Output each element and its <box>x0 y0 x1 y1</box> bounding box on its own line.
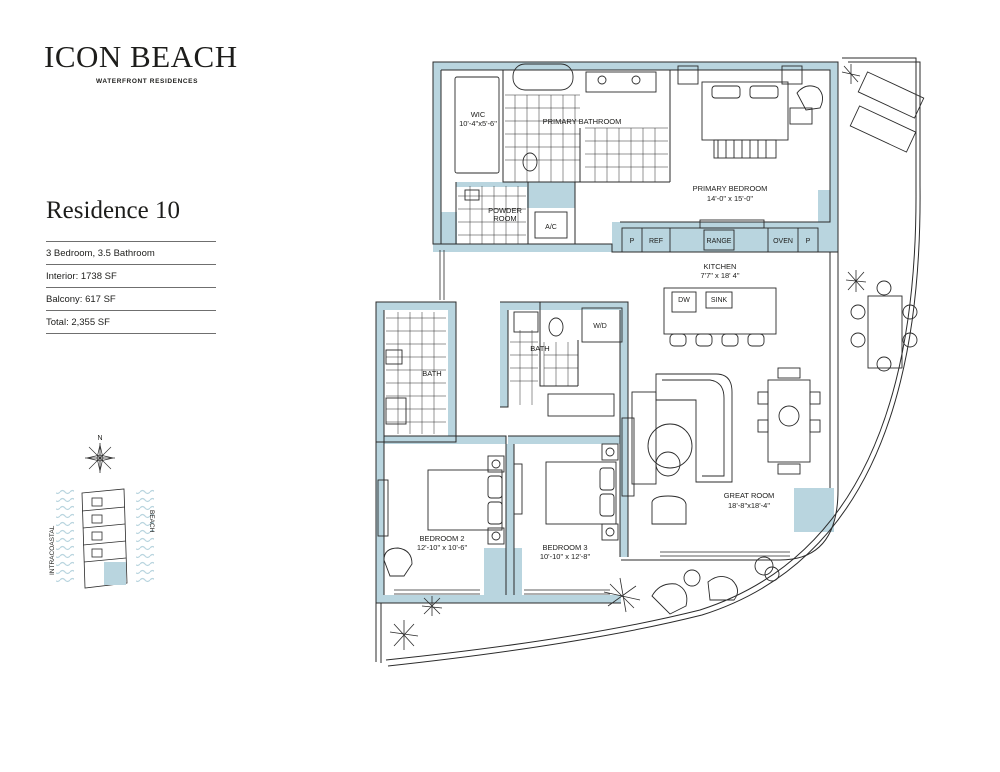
primary-bed-icon <box>677 65 823 229</box>
spec-balcony: Balcony: 617 SF <box>46 287 216 310</box>
ref-label: REF <box>649 238 663 245</box>
bed3-label: BEDROOM 3 <box>542 543 587 552</box>
great-room-label: GREAT ROOM <box>724 491 775 500</box>
sofa-icon <box>655 373 733 483</box>
sofa-side <box>631 391 657 485</box>
spec-interior: Interior: 1738 SF <box>46 264 216 287</box>
brand-block: ICON BEACH WATERFRONT RESIDENCES <box>44 39 284 86</box>
closet-outline <box>547 393 615 417</box>
great-room-dims: 18'-8"x18'-4" <box>728 501 770 510</box>
intracoastal-label: INTRACOASTAL <box>49 525 56 575</box>
armchair-icon <box>651 583 688 615</box>
powder-label: POWDER <box>488 206 522 215</box>
sink-icon <box>631 75 641 85</box>
toilet-icon <box>548 317 564 337</box>
wall-fill <box>376 62 838 603</box>
media-console <box>621 417 635 497</box>
room-labels: WIC 10'-4"x5'-6" PRIMARY BATHROOM PRIMAR… <box>417 110 774 561</box>
lounge-chair-icon <box>849 105 917 153</box>
range-label: RANGE <box>707 238 732 245</box>
tile-grid <box>386 94 668 434</box>
oven-label: OVEN <box>773 238 793 245</box>
nightstand-icon <box>487 455 505 473</box>
spec-bedrooms: 3 Bedroom, 3.5 Bathroom <box>46 241 216 264</box>
bathtub-icon <box>512 63 574 91</box>
appliance-labels: P REF RANGE OVEN P DW SINK <box>630 238 811 304</box>
spec-list: 3 Bedroom, 3.5 Bathroom Interior: 1738 S… <box>46 241 216 334</box>
wall-lines <box>375 61 839 604</box>
lounge-chair-icon <box>857 71 925 119</box>
balcony-furniture <box>651 71 925 615</box>
ac-label: A/C <box>545 224 557 231</box>
vanity-icon <box>513 311 539 333</box>
bedroom-furniture <box>377 443 619 577</box>
fixtures <box>385 63 657 425</box>
building-outline <box>81 488 128 589</box>
washer-dryer-icon <box>581 307 623 343</box>
armchair-icon <box>383 547 413 577</box>
armchair-icon <box>796 85 823 111</box>
water-beach <box>136 487 154 585</box>
spec-total: Total: 2,355 SF <box>46 310 216 334</box>
primary-bath-label: PRIMARY BATHROOM <box>543 117 622 126</box>
powder-label-2: ROOM <box>493 214 516 223</box>
kitchen-fixtures <box>621 227 819 347</box>
nightstand-icon <box>487 527 505 545</box>
dishwasher-label: DW <box>678 297 690 304</box>
closet-outline <box>454 76 500 174</box>
pantry-label: P <box>630 238 635 245</box>
primary-bed-dims: 14'-0" x 15'-0" <box>707 194 753 203</box>
armchair-icon <box>707 576 738 601</box>
brand-tagline: WATERFRONT RESIDENCES <box>96 78 199 85</box>
windows <box>394 250 790 595</box>
dining-table-icon <box>767 379 811 463</box>
unit-highlight <box>104 562 126 585</box>
brand-name: ICON BEACH <box>44 39 238 74</box>
beach-label: BEACH <box>148 510 155 533</box>
bed-icon <box>545 461 617 525</box>
water-intracoastal <box>56 487 74 585</box>
vanity-icon <box>385 397 407 425</box>
armchair-icon <box>651 495 687 525</box>
coffee-table-icon <box>647 423 693 469</box>
outdoor-table-icon <box>867 295 903 369</box>
great-room-furniture <box>621 367 821 525</box>
ac-unit-icon <box>534 211 568 239</box>
toilet-icon <box>464 189 480 201</box>
compass-icon <box>85 443 115 473</box>
toilet-icon <box>522 152 538 172</box>
plant-icons <box>389 64 867 650</box>
wic-label: WIC <box>471 110 486 119</box>
bed-icon <box>427 469 503 531</box>
kitchen-label: KITCHEN <box>704 262 737 271</box>
sink-icon <box>597 75 607 85</box>
primary-bed-label: PRIMARY BEDROOM <box>693 184 768 193</box>
toilet-icon <box>385 349 403 365</box>
wd-label: W/D <box>593 323 607 330</box>
north-label: N <box>97 435 102 442</box>
nightstand-icon <box>601 523 619 541</box>
bath-left-label: BATH <box>422 369 441 378</box>
sink-label: SINK <box>711 297 728 304</box>
wic-dims: 10'-4"x5'-6" <box>459 119 497 128</box>
residence-title: Residence 10 <box>46 197 180 224</box>
plant-icon <box>754 556 774 576</box>
nightstand-icon <box>601 443 619 461</box>
bath-center-label: BATH <box>530 344 549 353</box>
bed2-dims: 12'-10" x 10'-6" <box>417 543 468 552</box>
kitchen-island <box>663 287 777 335</box>
balcony-rail <box>375 57 921 667</box>
bed2-label: BEDROOM 2 <box>419 534 464 543</box>
bed3-dims: 10'-10" x 12'-8" <box>540 552 591 561</box>
vanity-icon <box>585 71 657 93</box>
kitchen-dims: 7'7" x 18' 4" <box>700 271 739 280</box>
pantry-label-2: P <box>806 238 811 245</box>
